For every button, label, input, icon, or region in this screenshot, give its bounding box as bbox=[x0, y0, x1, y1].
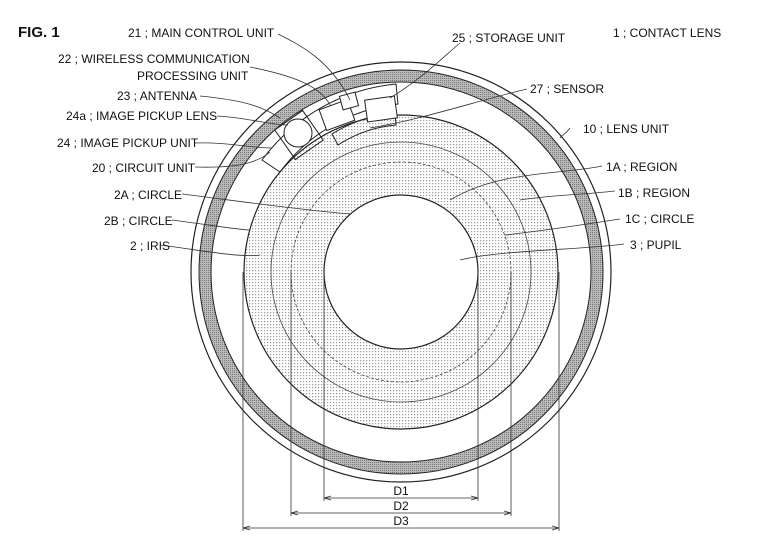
label-lens-unit: 10 ; LENS UNIT bbox=[583, 122, 670, 136]
label-wireless-2: PROCESSING UNIT bbox=[137, 69, 249, 83]
label-wireless-1: 22 ; WIRELESS COMMUNICATION bbox=[58, 52, 250, 66]
leader-lines bbox=[159, 33, 625, 261]
label-contact-lens: 1 ; CONTACT LENS bbox=[613, 26, 721, 40]
label-iris: 2 ; IRIS bbox=[130, 239, 170, 253]
circle-1c bbox=[270, 141, 532, 403]
image-pickup-lens bbox=[283, 118, 313, 148]
label-circuit-unit: 20 ; CIRCUIT UNIT bbox=[92, 161, 196, 175]
storage-unit bbox=[364, 95, 398, 123]
dimension-lines: D1 D2 D3 bbox=[242, 272, 560, 531]
label-circle-1c: 1C ; CIRCLE bbox=[625, 212, 694, 226]
label-region-1a: 1A ; REGION bbox=[606, 160, 677, 174]
figure-title: FIG. 1 bbox=[18, 24, 60, 41]
d2-label: D2 bbox=[393, 499, 409, 513]
label-circle-2b: 2B ; CIRCLE bbox=[104, 214, 173, 228]
label-region-1b: 1B ; REGION bbox=[618, 186, 690, 200]
d2-arrow bbox=[290, 510, 512, 516]
label-pupil: 3 ; PUPIL bbox=[630, 238, 682, 252]
pupil bbox=[323, 194, 479, 350]
label-circle-2a: 2A ; CIRCLE bbox=[114, 188, 182, 202]
label-main-control-unit: 21 ; MAIN CONTROL UNIT bbox=[128, 26, 275, 40]
label-image-pickup-lens: 24a ; IMAGE PICKUP LENS bbox=[66, 109, 217, 123]
label-sensor: 27 ; SENSOR bbox=[530, 82, 604, 96]
antenna-band bbox=[199, 70, 603, 474]
label-image-pickup-unit: 24 ; IMAGE PICKUP UNIT bbox=[57, 136, 199, 150]
label-storage-unit: 25 ; STORAGE UNIT bbox=[452, 31, 566, 45]
d3-arrow bbox=[242, 525, 560, 531]
image-pickup-unit bbox=[274, 109, 324, 161]
d3-label: D3 bbox=[393, 514, 409, 528]
d1-label: D1 bbox=[393, 484, 409, 498]
d1-arrow bbox=[323, 495, 479, 501]
circuit-unit bbox=[261, 83, 399, 173]
label-antenna: 23 ; ANTENNA bbox=[117, 89, 197, 103]
sensor-unit bbox=[331, 112, 397, 146]
